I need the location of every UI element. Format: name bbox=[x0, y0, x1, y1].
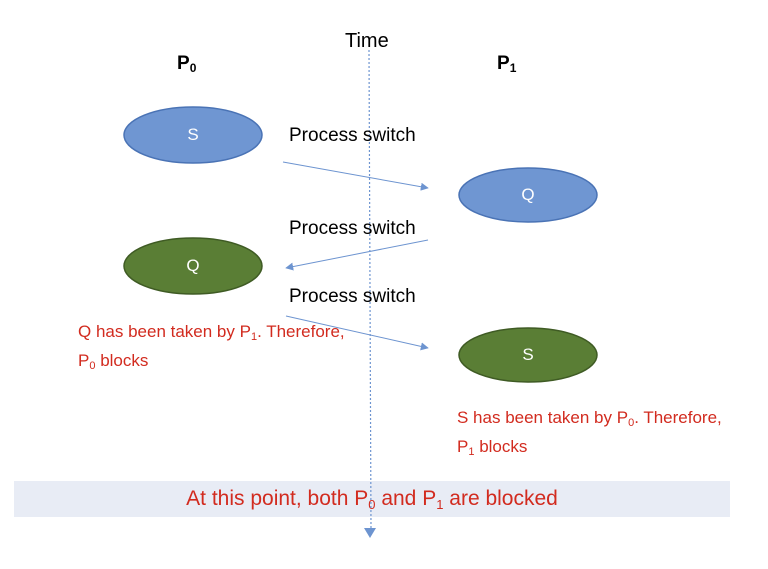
blocked-banner: At this point, both P0 and P1 are blocke… bbox=[14, 481, 730, 517]
switch-arrow-1 bbox=[282, 161, 429, 191]
note-p0-blocks: Q has been taken by P1. Therefore, P0 bl… bbox=[78, 322, 345, 372]
process-p1-label: P1 bbox=[497, 53, 517, 75]
switch-label-3: Process switch bbox=[289, 286, 416, 307]
note-p1-blocks: S has been taken by P0. Therefore, P1 bl… bbox=[457, 408, 722, 458]
switch-arrow-3 bbox=[285, 315, 429, 351]
banner-text: At this point, both P0 and P1 are blocke… bbox=[186, 487, 558, 512]
switch-arrow-2 bbox=[285, 239, 429, 271]
time-label: Time bbox=[345, 30, 389, 52]
process-p0-label: P0 bbox=[177, 53, 197, 75]
ellipse-p0-s bbox=[123, 106, 263, 164]
time-axis-arrowhead bbox=[364, 528, 376, 538]
ellipse-label-p1-q: Q bbox=[521, 185, 535, 204]
ellipse-p1-q bbox=[458, 167, 598, 223]
ellipse-label-p1-s: S bbox=[522, 345, 534, 364]
ellipse-label-p0-s: S bbox=[187, 125, 199, 144]
ellipse-label-p0-q: Q bbox=[186, 256, 200, 275]
ellipse-p0-q bbox=[123, 237, 263, 295]
switch-label-1: Process switch bbox=[289, 125, 416, 146]
time-axis bbox=[368, 49, 372, 531]
switch-label-2: Process switch bbox=[289, 218, 416, 239]
ellipse-p1-s bbox=[458, 327, 598, 383]
